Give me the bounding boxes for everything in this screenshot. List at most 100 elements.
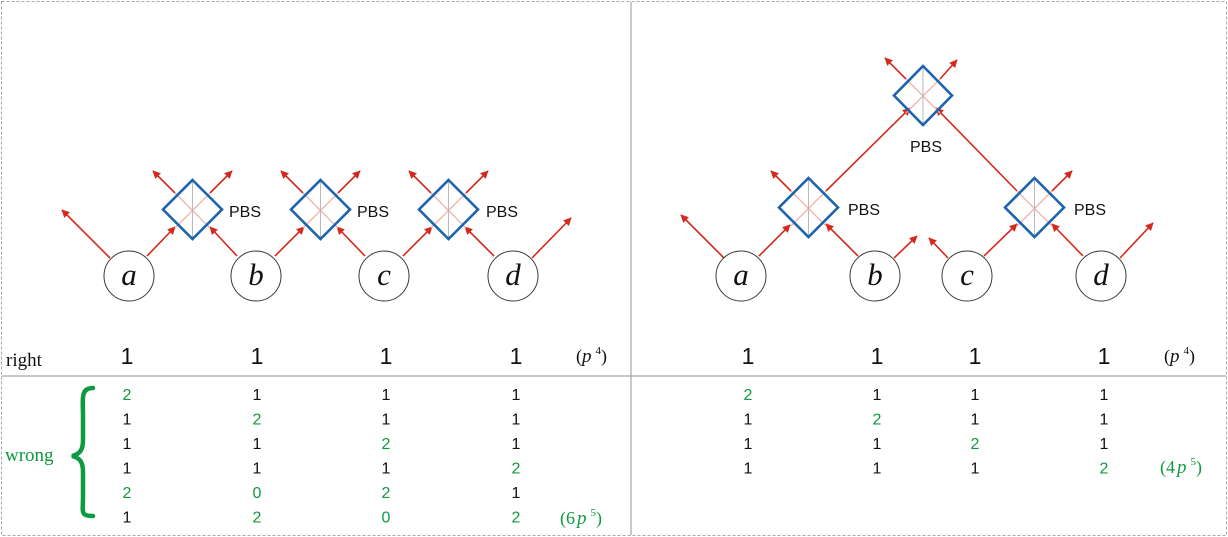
wrong-count: 2 bbox=[512, 461, 521, 478]
beam-d-to-pbs2 bbox=[1051, 223, 1084, 257]
wrong-count: 1 bbox=[512, 412, 521, 429]
pbs-beam-splitter-icon bbox=[417, 178, 480, 241]
wrong-count: 1 bbox=[382, 461, 391, 478]
beam-b-to-pbs1 bbox=[209, 226, 238, 257]
beam-d-outer bbox=[531, 217, 572, 259]
node-label: d bbox=[1093, 257, 1109, 292]
beam-b-to-pbs2 bbox=[274, 226, 305, 257]
wrong-count: 1 bbox=[971, 461, 980, 478]
right-count: 1 bbox=[510, 343, 523, 369]
photon-source-node bbox=[103, 250, 155, 302]
wrong-count: 1 bbox=[382, 412, 391, 429]
pbs-beam-splitter-icon bbox=[289, 178, 352, 241]
wrong-count: 2 bbox=[123, 387, 132, 404]
wrong-count: 1 bbox=[1100, 436, 1109, 453]
right-count: 1 bbox=[121, 343, 134, 369]
wrong-count: 1 bbox=[253, 387, 262, 404]
pbs3-out-right bbox=[465, 170, 489, 194]
photon-source-node bbox=[941, 250, 993, 302]
wrong-count: 1 bbox=[971, 387, 980, 404]
wrong-count: 2 bbox=[873, 412, 882, 429]
node-label: b bbox=[867, 257, 883, 292]
pbs3-out-left bbox=[408, 170, 432, 194]
right-count: 1 bbox=[251, 343, 264, 369]
pbs-beam-splitter-icon bbox=[777, 176, 840, 239]
wrong-count: 1 bbox=[873, 461, 882, 478]
left-pbs-2 bbox=[289, 178, 352, 241]
photon-source-node bbox=[715, 250, 767, 302]
wrong-count: 1 bbox=[253, 436, 262, 453]
left-nodes: a b c d bbox=[103, 250, 539, 302]
right-beams bbox=[680, 57, 1154, 259]
pbs-label: PBS bbox=[486, 204, 518, 221]
wrong-count: 2 bbox=[382, 436, 391, 453]
pbs2-out-right bbox=[1051, 170, 1073, 192]
wrong-count: 1 bbox=[123, 510, 132, 527]
wrong-row-label: wrong bbox=[5, 445, 54, 466]
beam-a-to-pbs1 bbox=[146, 226, 176, 257]
left-pbs-1 bbox=[161, 178, 224, 241]
pbs-label: PBS bbox=[848, 202, 880, 219]
pbs-label: PBS bbox=[1074, 202, 1106, 219]
wrong-count: 1 bbox=[123, 412, 132, 429]
wrong-count: 1 bbox=[1100, 412, 1109, 429]
right-count: 1 bbox=[969, 343, 982, 369]
wrong-count: 1 bbox=[512, 436, 521, 453]
wrong-count: 2 bbox=[123, 485, 132, 502]
left-beams bbox=[61, 170, 572, 259]
wrong-count: 2 bbox=[512, 510, 521, 527]
photon-source-node bbox=[230, 250, 282, 302]
pbs-beam-splitter-icon bbox=[161, 178, 224, 241]
wrong-count: 1 bbox=[744, 436, 753, 453]
beam-b-outer bbox=[893, 235, 918, 259]
right-pbs-top bbox=[892, 64, 954, 127]
photon-source-node bbox=[358, 250, 410, 302]
right-pbs-2 bbox=[1003, 176, 1066, 239]
pbs2-out-right bbox=[337, 170, 361, 194]
wrong-count: 1 bbox=[744, 412, 753, 429]
photon-source-node bbox=[849, 250, 901, 302]
wrong-count: 1 bbox=[253, 461, 262, 478]
wrong-count: 1 bbox=[512, 387, 521, 404]
pbs2-out-left bbox=[280, 170, 304, 194]
wrong-count: 1 bbox=[123, 436, 132, 453]
wrong-count: 1 bbox=[971, 412, 980, 429]
right-row-label: right bbox=[6, 350, 43, 371]
beam-c-to-pbs2 bbox=[983, 223, 1018, 257]
wrong-count: 2 bbox=[744, 387, 753, 404]
pbs-beam-splitter-icon bbox=[892, 64, 954, 127]
beam-d-outer bbox=[1119, 222, 1154, 259]
node-label: d bbox=[505, 257, 521, 292]
beam-c-to-pbs2 bbox=[336, 226, 366, 257]
pbs-beam-splitter-icon bbox=[1003, 176, 1066, 239]
right-pbs-1 bbox=[777, 176, 840, 239]
node-label: c bbox=[960, 257, 974, 292]
right-count: 1 bbox=[380, 343, 393, 369]
wrong-count: 2 bbox=[1100, 461, 1109, 478]
node-label: b bbox=[248, 257, 264, 292]
node-label: c bbox=[377, 257, 391, 292]
beam-c-to-pbs3 bbox=[402, 226, 433, 257]
pbs-top-out-left bbox=[884, 57, 907, 80]
pbs1-out-left bbox=[152, 170, 176, 194]
beam-c-outer bbox=[928, 237, 949, 259]
wrong-count: 1 bbox=[873, 387, 882, 404]
wrong-count: 2 bbox=[253, 510, 262, 527]
node-label: a bbox=[121, 257, 137, 292]
wrong-count: 0 bbox=[382, 510, 391, 527]
wrong-count: 1 bbox=[123, 461, 132, 478]
pbs-label: PBS bbox=[229, 204, 261, 221]
beam-a-outer bbox=[61, 209, 111, 259]
wrong-count: 1 bbox=[382, 387, 391, 404]
photon-source-node bbox=[1075, 250, 1127, 302]
wrong-count: 2 bbox=[382, 485, 391, 502]
beam-pbs2-to-top bbox=[935, 107, 1018, 192]
